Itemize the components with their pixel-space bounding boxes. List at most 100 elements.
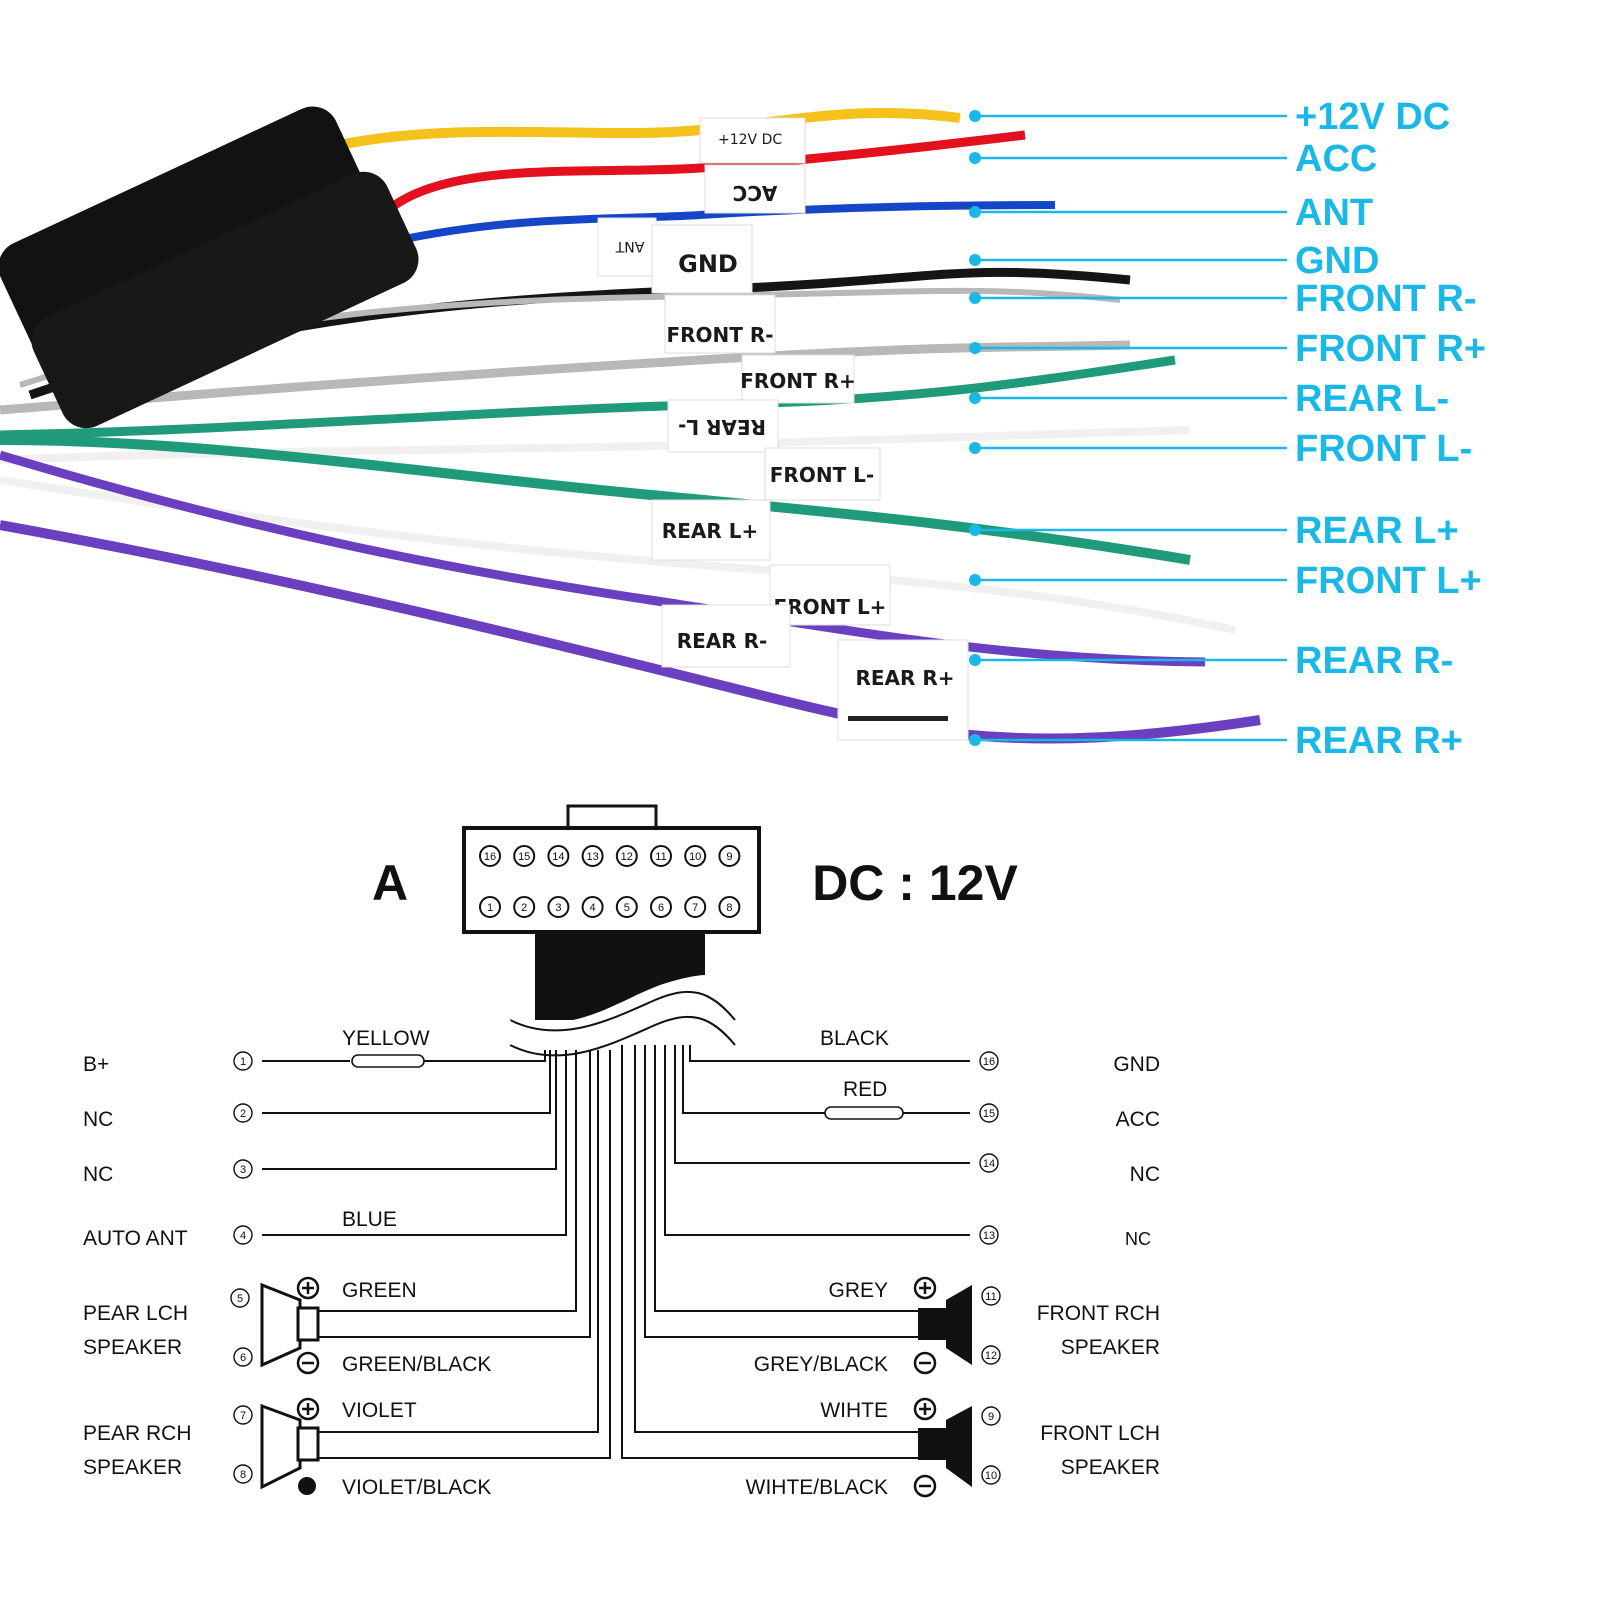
connector-pin-number: 10 <box>689 851 701 863</box>
wire-label-green: GREEN <box>342 1279 417 1302</box>
left-wiring <box>262 1050 611 1459</box>
wire-tag-rear-r-plus: REAR R+ <box>837 639 969 741</box>
pin-5: 5 <box>230 1288 250 1308</box>
pin-10: 10 <box>981 1465 1001 1485</box>
plus-icon <box>913 1276 937 1300</box>
inline-fuse-holder <box>0 106 419 429</box>
label-nc-pin14: NC <box>1130 1163 1160 1186</box>
svg-text:15: 15 <box>983 1108 995 1120</box>
minus-icon <box>913 1474 937 1498</box>
connector-pin-circle <box>615 845 638 867</box>
connector-pin-circle <box>684 896 707 918</box>
connector-pin-number: 16 <box>484 851 496 863</box>
plus-icon <box>296 1397 320 1421</box>
callout-label: REAR L- <box>1295 378 1449 420</box>
label-nc-pin2: NC <box>83 1108 113 1131</box>
pin-16: 16 <box>979 1051 999 1071</box>
callout-dot <box>969 342 981 354</box>
svg-text:14: 14 <box>983 1158 995 1170</box>
pin-6: 6 <box>233 1347 253 1367</box>
wire-tag-ant-label: ANT <box>615 238 644 254</box>
wire-tag-front-r-plus: FRONT R+ <box>740 354 856 404</box>
callout-dot <box>969 152 981 164</box>
speaker-rear-left <box>260 1282 320 1368</box>
wire-label-red: RED <box>843 1078 887 1101</box>
wire-tag-rear-r-plus-label: REAR R+ <box>855 666 954 690</box>
connector-pin-number: 9 <box>726 851 732 863</box>
connector-pin-circle <box>513 896 536 918</box>
connector-pin-number: 2 <box>521 902 527 914</box>
pin-8: 8 <box>233 1464 253 1484</box>
plus-icon <box>913 1397 937 1421</box>
label-front-lch-1: FRONT LCH <box>1040 1422 1160 1445</box>
pin-13: 13 <box>979 1225 999 1245</box>
connector-pin-number: 8 <box>726 902 732 914</box>
wire-label-grey: GREY <box>828 1279 888 1302</box>
connector-pin-number: 11 <box>655 851 666 863</box>
wire-tag-front-l-plus: FRONT L+ <box>769 564 891 626</box>
pin-14: 14 <box>979 1153 999 1173</box>
callout-dot <box>969 206 981 218</box>
connector-pin-number: 14 <box>552 851 564 863</box>
wire-tag-acc: ACC <box>704 164 806 214</box>
callout-dot <box>969 574 981 586</box>
svg-text:7: 7 <box>240 1410 246 1422</box>
callout-dot <box>969 524 981 536</box>
fuse-yellow <box>351 1054 425 1068</box>
pin-7: 7 <box>233 1405 253 1425</box>
wire-tag-rear-l-plus-label: REAR L+ <box>662 519 758 543</box>
label-gnd: GND <box>1113 1053 1160 1076</box>
wire-violet <box>0 520 1261 744</box>
callout-label: REAR L+ <box>1295 510 1459 552</box>
callout-label: REAR R- <box>1295 640 1453 682</box>
connector-pin-number: 3 <box>555 902 561 914</box>
filled-dot-icon <box>298 1477 316 1495</box>
wire-tag-front-l-plus-label: FRONT L+ <box>774 595 887 619</box>
callout-dot <box>969 254 981 266</box>
wire-label-violet: VIOLET <box>342 1399 417 1422</box>
pin-1: 1 <box>233 1051 253 1071</box>
wire-label-yellow: YELLOW <box>342 1027 430 1050</box>
wire-label-violet-black: VIOLET/BLACK <box>342 1476 491 1499</box>
connector-pin-circle <box>479 845 501 867</box>
svg-text:12: 12 <box>985 1350 997 1362</box>
svg-text:11: 11 <box>985 1291 996 1303</box>
callout-dot <box>969 654 981 666</box>
pin-2: 2 <box>233 1103 253 1123</box>
label-rear-lch-1: PEAR LCH <box>83 1302 188 1325</box>
connector-pin-circle <box>615 896 638 918</box>
fuse-red <box>824 1106 904 1120</box>
pin-3: 3 <box>233 1159 253 1179</box>
label-nc-pin3: NC <box>83 1163 113 1186</box>
label-b-plus: B+ <box>83 1053 109 1076</box>
connector-letter: A <box>372 855 408 911</box>
connector-pin-circle <box>581 896 604 918</box>
callout-label: +12V DC <box>1295 96 1450 138</box>
callout-label: ACC <box>1295 138 1377 180</box>
connector-pin-number: 5 <box>624 902 630 914</box>
label-rear-rch-1: PEAR RCH <box>83 1422 192 1445</box>
connector-pin-number: 6 <box>658 902 664 914</box>
callout-label: FRONT R+ <box>1295 328 1486 370</box>
wire-green-black <box>0 355 1176 440</box>
svg-text:1: 1 <box>240 1056 246 1068</box>
connector-pin-number: 4 <box>590 902 596 914</box>
wire-tag-rear-r-minus-label: REAR R- <box>677 629 768 653</box>
wire-label-black: BLACK <box>820 1027 889 1050</box>
wire-label-blue: BLUE <box>342 1208 397 1231</box>
wire-red <box>392 130 1026 209</box>
connector-pin-circle <box>650 845 672 867</box>
connector-pin-circle <box>513 845 536 867</box>
svg-text:10: 10 <box>985 1470 997 1482</box>
wire-blue <box>399 201 1056 244</box>
right-wiring <box>621 1045 970 1459</box>
wire-tag-front-r-plus-label: FRONT R+ <box>740 369 856 393</box>
pin-9: 9 <box>981 1406 1001 1426</box>
svg-text:6: 6 <box>240 1352 246 1364</box>
connector-pin-circle <box>650 896 672 918</box>
minus-icon <box>913 1351 937 1375</box>
